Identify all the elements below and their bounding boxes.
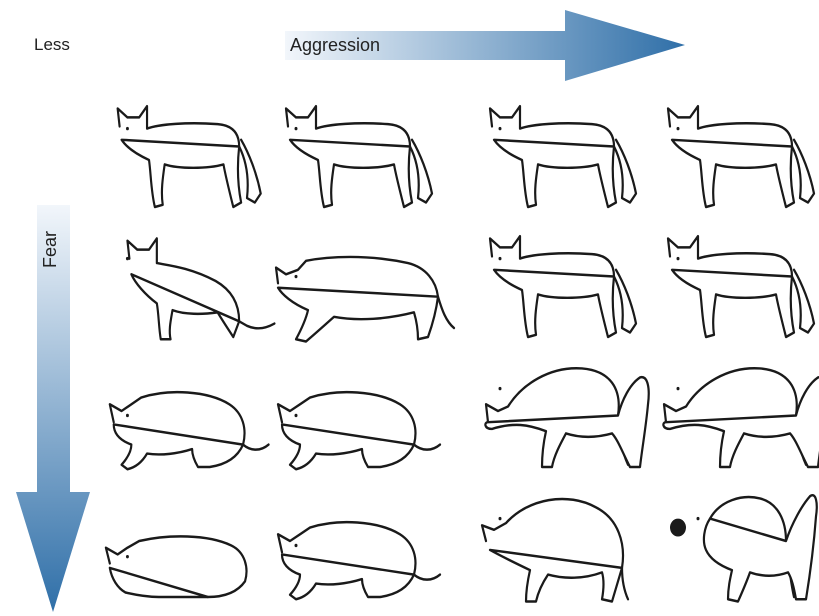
cat-r4-c1	[106, 536, 247, 597]
cat-r2-c3	[490, 236, 636, 337]
cat-r3-c1	[110, 392, 269, 469]
cat-r2-c2	[276, 257, 454, 342]
cat-r4-c3	[482, 499, 628, 602]
cat-r4-c2	[278, 522, 440, 599]
cat-r1-c4	[668, 106, 814, 207]
cat-r1-c2	[286, 106, 432, 207]
cat-r2-c4	[668, 236, 814, 337]
cat-r2-c1	[126, 238, 274, 339]
cat-r1-c1	[118, 106, 261, 207]
cat-r3-c4	[663, 368, 819, 467]
cat-grid	[106, 106, 819, 601]
cat-r4-c4	[670, 495, 817, 601]
aggression-label: Aggression	[290, 35, 380, 56]
fear-label: Fear	[40, 231, 61, 268]
cat-r1-c3	[490, 106, 636, 207]
cat-r3-c2	[278, 392, 440, 469]
cat-r3-c3	[485, 368, 648, 467]
less-label: Less	[34, 35, 70, 55]
